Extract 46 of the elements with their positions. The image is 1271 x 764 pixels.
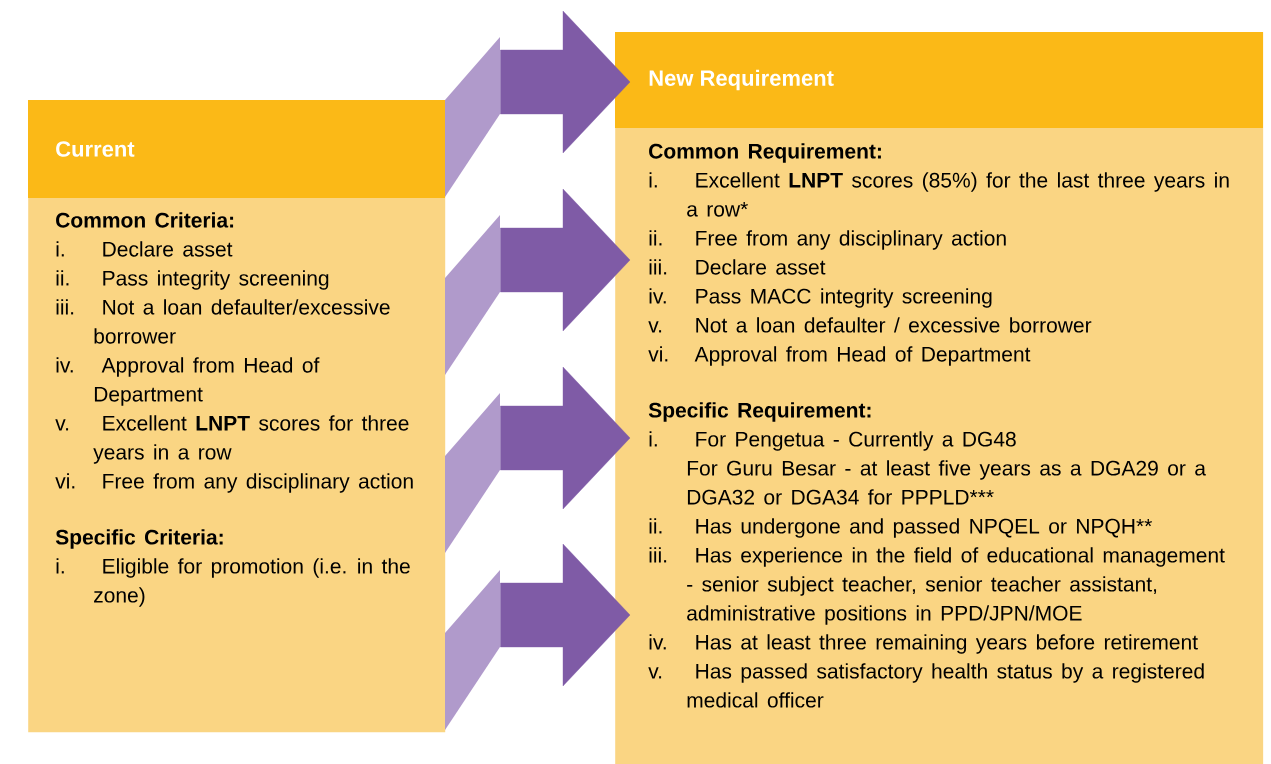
list-item: Declare asset — [696, 259, 826, 275]
list-item: Eligible for promotion (i.e. in the zone) — [94, 558, 410, 607]
list-item: Pass MACC integrity screening — [696, 288, 992, 308]
list-item: Has passed satisfactory health status by a registered medical officer — [687, 663, 1204, 708]
section-heading: Specific Requirement: — [648, 402, 871, 422]
list-number: ii. — [649, 230, 662, 246]
list-item: For Pengetua - Currently a DG48 — [696, 431, 1016, 451]
list-number: i. — [56, 558, 64, 574]
list-number: iv. — [649, 288, 666, 304]
list-item: Excellent LNPT scores (85%) for the last three years in a row* — [687, 172, 1229, 217]
list-number: iv. — [649, 634, 666, 650]
list-number: v. — [648, 667, 662, 679]
list-number: i. — [56, 241, 64, 257]
list-number: iii. — [56, 299, 74, 315]
list-item: Not a loan defaulter/excessive borrower — [94, 299, 390, 344]
panel-header: New Requirement — [615, 32, 1263, 128]
list-item: Excellent LNPT scores for three years in a row — [93, 415, 409, 464]
list-number: v. — [55, 419, 69, 431]
section-heading: Common Criteria: — [56, 212, 234, 228]
list-item: Has at least three remaining years before retirement — [696, 634, 1198, 654]
section-heading: Common Requirement: — [649, 143, 881, 163]
list-item: Pass integrity screening — [103, 270, 329, 290]
list-number: v. — [648, 321, 662, 333]
list-item: Declare asset — [103, 241, 233, 257]
arrow — [445, 10, 631, 197]
list-number: i. — [649, 172, 657, 188]
arrow — [445, 188, 631, 375]
list-item: Has experience in the field of educational management - senior subject teacher, senior teacher assistant, administrative positions in PPD/JPN/MOE — [687, 547, 1225, 625]
list-number: iii. — [649, 547, 667, 563]
list-item: Not a loan defaulter / excessive borrower — [696, 317, 1092, 333]
list-item: For Guru Besar - at least five years as a DGA29 or a DGA32 or DGA34 for PPPLD*** — [687, 460, 1206, 505]
list-item: Free from any disciplinary action — [696, 230, 1006, 250]
list-number: iii. — [649, 259, 667, 275]
list-number: vi. — [648, 346, 668, 362]
list-item: Free from any disciplinary action — [103, 473, 413, 493]
list-number: ii. — [649, 518, 662, 534]
list-item: Has undergone and passed NPQEL or NPQH** — [696, 518, 1152, 538]
list-number: i. — [649, 431, 657, 447]
panel-header: Current — [28, 100, 445, 198]
list-number: iv. — [56, 357, 73, 373]
section-heading: Specific Criteria: — [55, 529, 223, 549]
list-item: Approval from Head of Department — [694, 346, 1031, 366]
list-number: ii. — [56, 270, 69, 286]
arrow — [445, 543, 631, 730]
arrow — [445, 366, 631, 553]
list-number: vi. — [55, 473, 75, 489]
